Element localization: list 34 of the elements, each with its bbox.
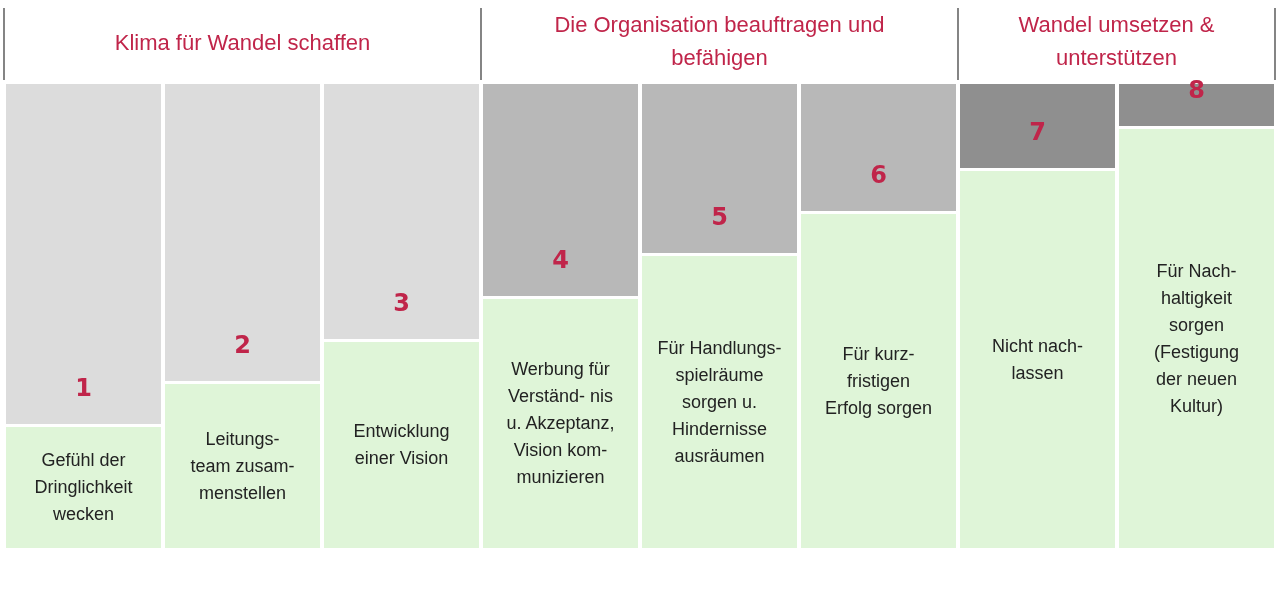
step-number: 1 — [75, 374, 92, 402]
step-label: Gefühl der Dringlichkeit wecken — [33, 449, 134, 526]
step-box — [483, 299, 638, 548]
step-bar — [642, 84, 797, 253]
step-number: 2 — [234, 331, 251, 359]
section-heading: Wandel umsetzen & unterstützen — [1017, 11, 1216, 72]
step-number: 4 — [552, 246, 569, 274]
step-label: Für Handlungs- spielräume sorgen u. Hindernisse ausräumen — [657, 336, 782, 468]
section-heading: Die Organisation beauftragen und befähigen — [553, 11, 886, 72]
step-number: 6 — [870, 161, 887, 189]
step-bar — [165, 84, 320, 381]
step-bar — [483, 84, 638, 296]
step-box — [960, 171, 1115, 548]
step-label: Nicht nach- lassen — [990, 334, 1084, 385]
step-label: Werbung für Verständ- nis u. Akzeptanz, Vision kom- munizieren — [505, 358, 616, 489]
step-bar — [801, 84, 956, 211]
step-number: 3 — [393, 289, 410, 317]
step-bar — [6, 84, 161, 424]
step-box — [6, 427, 161, 548]
step-bar — [960, 84, 1115, 168]
step-label: Leitungs- team zusam- menstellen — [189, 427, 296, 505]
section-heading: Klima für Wandel schaffen — [113, 29, 372, 57]
step-box — [165, 384, 320, 548]
step-label: Entwicklung einer Vision — [352, 420, 451, 470]
step-box — [324, 342, 479, 548]
step-box — [801, 214, 956, 548]
step-number: 8 — [1188, 76, 1205, 104]
step-label: Für Nach- haltigkeit sorgen (Festigung der neuen Kultur) — [1152, 259, 1240, 418]
step-number: 5 — [711, 203, 728, 231]
step-box — [1119, 129, 1274, 548]
step-label: Für kurz- fristigen Erfolg sorgen — [823, 342, 934, 420]
step-box — [642, 256, 797, 548]
step-number: 7 — [1029, 118, 1046, 146]
step-bar — [324, 84, 479, 339]
